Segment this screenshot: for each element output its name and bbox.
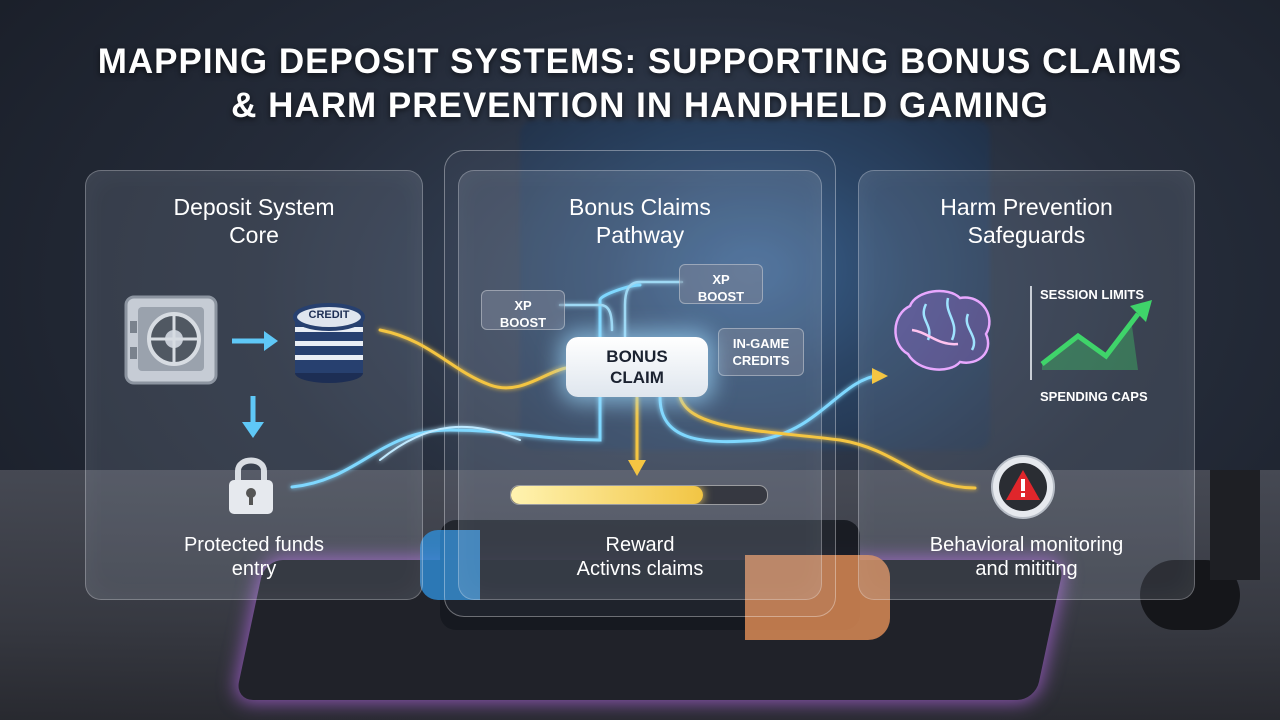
- session-limits-label: SESSION LIMITS: [1040, 287, 1145, 302]
- bonus-panel-footer: Reward Activns claims: [459, 533, 821, 581]
- brain-icon: [894, 289, 991, 371]
- bonus-panel-heading: Bonus Claims Pathway: [459, 193, 821, 249]
- limits-chart-icon: [1030, 286, 1152, 380]
- reward-progress-bar: [510, 485, 768, 505]
- deposit-heading-line2: Core: [229, 222, 279, 248]
- arrow-head-harm: [872, 368, 888, 384]
- xp-boost-chip-left: XP BOOST: [481, 290, 565, 330]
- bonus-heading-line1: Bonus Claims: [569, 194, 711, 220]
- chip-stack-graphic: [293, 303, 365, 383]
- deposit-panel-footer: Protected funds entry: [86, 533, 422, 581]
- arrow-head-claim-down: [628, 460, 646, 476]
- bonus-footer-line1: Reward: [605, 534, 675, 556]
- flow-gold-chip-top: [623, 280, 684, 339]
- deposit-panel-heading: Deposit System Core: [86, 193, 422, 249]
- xp-boost-chip-top: XP BOOST: [679, 264, 763, 304]
- in-game-credits-line1: IN-GAME: [732, 336, 790, 351]
- flow-claim-to-warning: [678, 395, 977, 490]
- xp-boost-left-line1: XP: [514, 298, 532, 313]
- harm-heading-line2: Safeguards: [967, 222, 1086, 248]
- harm-panel-heading: Harm Prevention Safeguards: [859, 193, 1194, 249]
- warning-icon: [991, 455, 1055, 519]
- bonus-claim-button[interactable]: BONUS CLAIM: [566, 337, 708, 397]
- harm-heading-line1: Harm Prevention: [940, 194, 1113, 220]
- spending-caps-label: SPENDING CAPS: [1040, 389, 1148, 404]
- page-title-line2: & HARM PREVENTION IN HANDHELD GAMING: [231, 86, 1049, 125]
- vault-icon: [124, 295, 218, 385]
- page-title: MAPPING DEPOSIT SYSTEMS: SUPPORTING BONU…: [0, 40, 1280, 128]
- harm-prevention-panel: Harm Prevention Safeguards Behavioral mo…: [858, 170, 1195, 600]
- flow-gold-chip-left: [558, 303, 614, 332]
- bonus-footer-line2: Activns claims: [576, 558, 704, 580]
- bonus-heading-line2: Pathway: [595, 222, 685, 248]
- xp-boost-top-line1: XP: [712, 272, 730, 287]
- lock-icon: [229, 457, 273, 514]
- in-game-credits-line2: CREDITS: [732, 353, 790, 368]
- deposit-footer-line1: Protected funds: [183, 534, 325, 556]
- harm-footer-line1: Behavioral monitoring: [929, 534, 1124, 556]
- flow-claim-to-harm: [658, 373, 882, 444]
- arrow-down-icon: [242, 396, 264, 438]
- deposit-heading-line1: Deposit System: [173, 194, 335, 220]
- harm-panel-footer: Behavioral monitoring and mititing: [859, 533, 1194, 581]
- xp-boost-top-line2: BOOST: [697, 289, 745, 304]
- page-title-line1: MAPPING DEPOSIT SYSTEMS: SUPPORTING BONU…: [97, 42, 1183, 81]
- deposit-system-panel: Deposit System Core Protected funds entr…: [85, 170, 423, 600]
- credit-chip-text: CREDIT: [308, 309, 350, 321]
- bonus-claim-line1: BONUS: [606, 347, 668, 366]
- bonus-claim-line2: CLAIM: [610, 368, 664, 387]
- reward-progress-fill: [511, 486, 703, 504]
- xp-boost-left-line2: BOOST: [499, 315, 547, 330]
- flow-cyan-wave: [379, 425, 521, 461]
- deposit-footer-line2: entry: [231, 558, 277, 580]
- harm-footer-line2: and mititing: [975, 558, 1078, 580]
- flow-gold-deposit-to-claim: [378, 328, 568, 390]
- arrow-right-icon: [232, 331, 278, 351]
- in-game-credits-chip: IN-GAME CREDITS: [718, 328, 804, 376]
- credit-chip-stack-icon: CREDIT: [292, 293, 366, 385]
